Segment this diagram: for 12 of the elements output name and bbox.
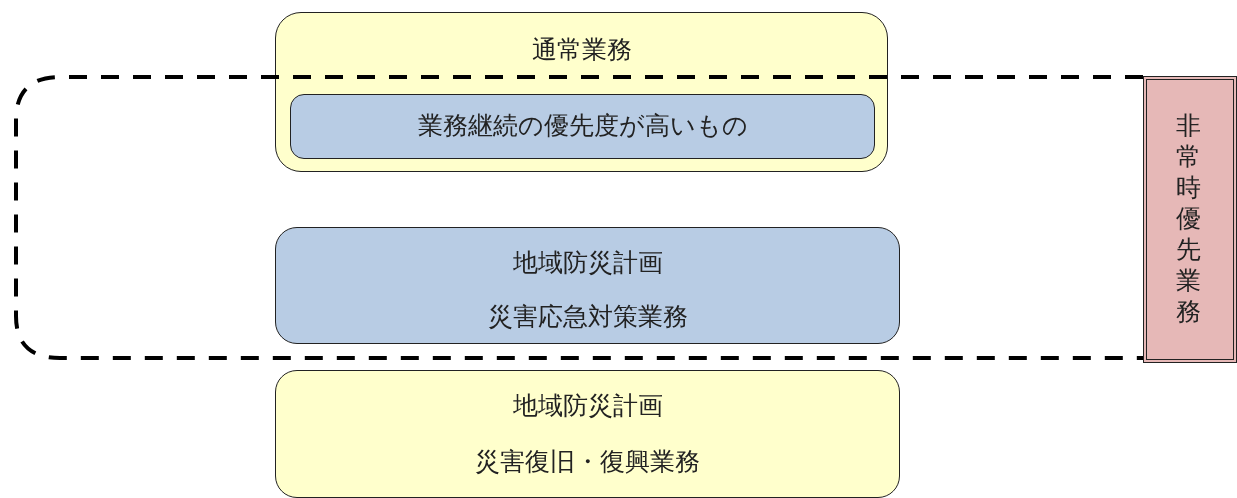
box-heading: 地域防災計画 xyxy=(512,248,663,277)
label-box xyxy=(1143,76,1237,363)
box-text: 災害応急対策業務 xyxy=(487,302,688,331)
vertical-label: 非常時優先業務 xyxy=(1175,110,1201,327)
rounded-box xyxy=(275,370,900,498)
rounded-box xyxy=(275,227,900,344)
priority-box xyxy=(290,94,875,159)
rounded-box xyxy=(275,12,888,172)
box-text: 災害復旧・復興業務 xyxy=(475,447,700,476)
box-heading: 通常業務 xyxy=(531,35,632,64)
box-heading: 地域防災計画 xyxy=(512,391,663,420)
box-heading: 業務継続の優先度が高いもの xyxy=(417,111,748,140)
